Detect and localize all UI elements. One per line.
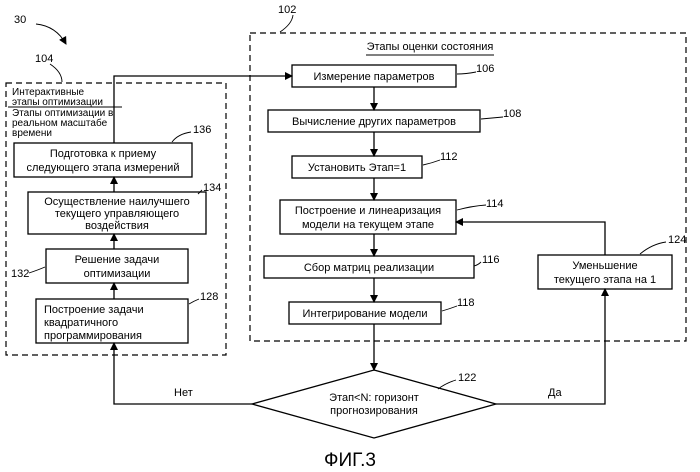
ref-132: 132 xyxy=(11,268,29,280)
decrease-stage-label-line-2: текущего этапа на 1 xyxy=(554,274,656,286)
ref-124: 124 xyxy=(668,234,686,246)
apply-control-label-line-1: Осуществление наилучшего xyxy=(44,196,189,208)
set-stage-label: Установить Этап=1 xyxy=(308,162,406,174)
ref-134: 134 xyxy=(203,182,221,194)
decision-label-line-1: Этап<N: горизонт xyxy=(329,392,419,404)
optimization-title-line-2: этапы оптимизации xyxy=(12,97,103,108)
branch-yes-label: Да xyxy=(548,387,562,399)
ref-116: 116 xyxy=(482,254,500,266)
arrow-decrease-to-build xyxy=(456,222,605,255)
ref-112: 112 xyxy=(440,151,458,163)
ref-118: 118 xyxy=(457,297,475,309)
ref-106: 106 xyxy=(476,63,494,75)
solve-optimization-label-line-1: Решение задачи xyxy=(75,254,160,266)
ref-102: 102 xyxy=(278,4,296,16)
ref-114: 114 xyxy=(486,198,504,210)
ref-136: 136 xyxy=(193,124,211,136)
prepare-next-stage-label-line-2: следующего этапа измерений xyxy=(27,162,180,174)
solve-optimization-label-line-2: оптимизации xyxy=(84,268,151,280)
ref-30: 30 xyxy=(14,14,26,26)
ref-132-leader xyxy=(29,267,45,273)
apply-control-label-line-3: воздействия xyxy=(85,220,149,232)
ref-128-leader xyxy=(189,299,199,304)
ref-104-leader xyxy=(50,64,62,82)
decision-label-line-2: прогнозирования xyxy=(330,405,418,417)
ref-104: 104 xyxy=(35,53,53,65)
ref-108: 108 xyxy=(503,108,521,120)
realtime-title-line-3: времени xyxy=(12,128,52,139)
ref-108-leader xyxy=(481,117,503,119)
compute-parameters-label: Вычисление других параметров xyxy=(292,116,456,128)
construct-qp-label-line-2: квадратичного xyxy=(44,317,118,329)
ref-106-leader xyxy=(457,72,476,74)
integrate-model-label: Интегрирование модели xyxy=(303,308,428,320)
assemble-matrices-label: Сбор матриц реализации xyxy=(304,262,434,274)
ref-112-leader xyxy=(423,160,440,165)
construct-qp-label-line-1: Построение задачи xyxy=(44,304,144,316)
build-model-label-line-2: модели на текущем этапе xyxy=(302,219,434,231)
prepare-next-stage-label-line-1: Подготовка к приему xyxy=(50,148,157,160)
ref-122: 122 xyxy=(458,372,476,384)
decrease-stage-label-line-1: Уменьшение xyxy=(572,260,637,272)
ref-128: 128 xyxy=(200,291,218,303)
build-model-label-line-1: Построение и линеаризация xyxy=(295,205,441,217)
measure-parameters-label: Измерение параметров xyxy=(314,71,435,83)
ref-116-leader xyxy=(474,262,481,266)
apply-control-label-line-2: текущего управляющего xyxy=(55,208,179,220)
construct-qp-label-line-3: программирования xyxy=(44,330,142,342)
ref-30-arrow xyxy=(36,24,66,44)
ref-136-leader xyxy=(172,132,191,142)
ref-114-leader xyxy=(457,205,486,210)
ref-122-leader xyxy=(438,380,456,389)
branch-no-label: Нет xyxy=(174,387,193,399)
ref-124-leader xyxy=(640,242,666,254)
figure-caption: ФИГ.3 xyxy=(324,450,376,471)
state-estimation-title: Этапы оценки состояния xyxy=(367,41,494,53)
ref-102-leader xyxy=(280,15,293,32)
ref-118-leader xyxy=(442,306,457,311)
